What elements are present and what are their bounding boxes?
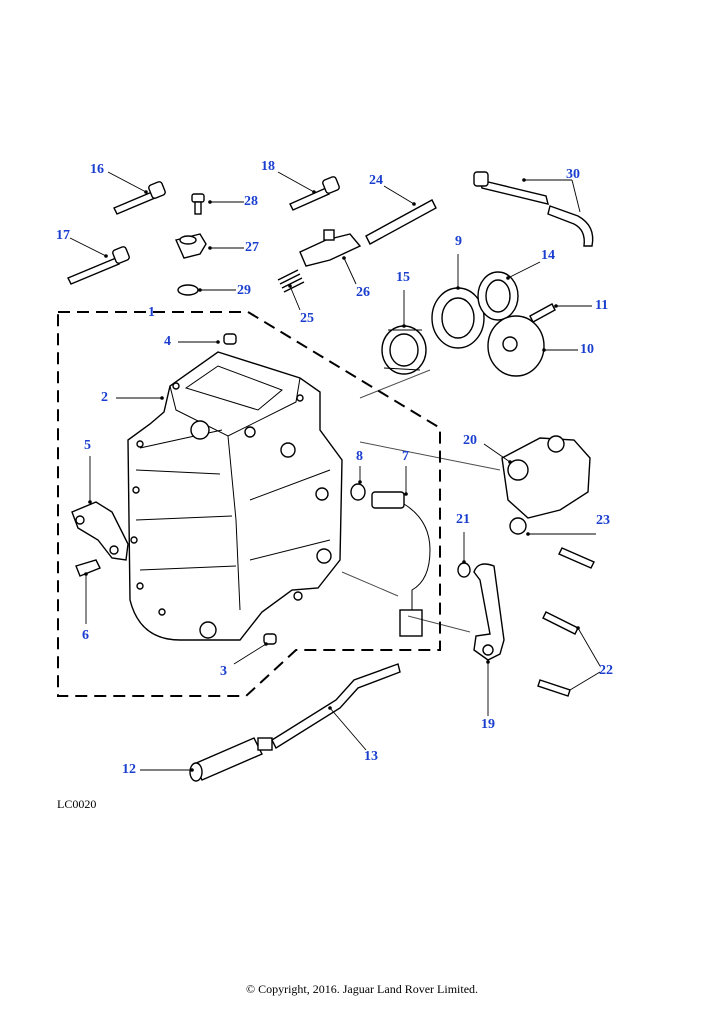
- handle-part: [189, 737, 273, 782]
- cover-part: [501, 435, 591, 535]
- callout-29: 29: [237, 283, 251, 298]
- shaft-part: [271, 663, 401, 750]
- bracket-part: [71, 501, 129, 577]
- o-ring-part: [457, 562, 471, 578]
- callout-12: 12: [122, 762, 136, 777]
- bolt-part: [67, 246, 130, 285]
- o-ring-part: [177, 284, 199, 296]
- callout-5: 5: [84, 438, 91, 453]
- switch-part: [371, 491, 431, 637]
- drawing-code: LC0020: [57, 797, 97, 811]
- seal-part: [431, 287, 485, 349]
- callout-10: 10: [580, 342, 594, 357]
- plug-part: [223, 333, 237, 345]
- bolt-part: [289, 176, 340, 211]
- plug-part: [263, 633, 277, 645]
- callout-14: 14: [541, 248, 555, 263]
- callout-30: 30: [566, 167, 580, 182]
- lever-part: [473, 563, 505, 661]
- callout-24: 24: [369, 173, 383, 188]
- leader-lines: [69, 171, 601, 772]
- callout-22: 22: [599, 663, 613, 678]
- callout-17: 17: [56, 228, 70, 243]
- callout-19: 19: [481, 717, 495, 732]
- seal-part: [477, 271, 519, 321]
- callout-9: 9: [455, 234, 462, 249]
- screw-part: [191, 193, 205, 215]
- shaft-part: [365, 199, 437, 245]
- callout-16: 16: [90, 162, 104, 177]
- bolt-part: [537, 679, 571, 697]
- assembly-boundary: [57, 311, 441, 697]
- bolt-part: [542, 611, 579, 635]
- callout-8: 8: [356, 449, 363, 464]
- spring-part: [277, 269, 305, 293]
- bolt-part: [529, 303, 556, 323]
- callout-13: 13: [364, 749, 378, 764]
- callout-21: 21: [456, 512, 470, 527]
- callout-4: 4: [164, 334, 171, 349]
- callout-23: 23: [596, 513, 610, 528]
- callout-18: 18: [261, 159, 275, 174]
- callout-20: 20: [463, 433, 477, 448]
- breather-pipe-part: [473, 171, 594, 247]
- callout-28: 28: [244, 194, 258, 209]
- callout-1: 1: [148, 305, 155, 320]
- selector-fork-part: [299, 229, 362, 267]
- housing-part: [127, 351, 343, 641]
- copyright-footer: © Copyright, 2016. Jaguar Land Rover Lim…: [245, 982, 479, 996]
- callout-27: 27: [245, 240, 259, 255]
- bolt-part: [558, 547, 595, 569]
- callout-6: 6: [82, 628, 89, 643]
- bracket-pin-part: [175, 233, 207, 259]
- washer-part: [350, 483, 366, 501]
- callout-2: 2: [101, 390, 108, 405]
- callout-15: 15: [396, 270, 410, 285]
- callout-11: 11: [595, 298, 609, 313]
- callout-7: 7: [402, 449, 409, 464]
- bearing-housing-part: [487, 315, 545, 377]
- callout-26: 26: [356, 285, 370, 300]
- bolt-part: [113, 181, 166, 215]
- callout-25: 25: [300, 311, 314, 326]
- bearing-part: [381, 325, 427, 375]
- callout-3: 3: [220, 664, 227, 679]
